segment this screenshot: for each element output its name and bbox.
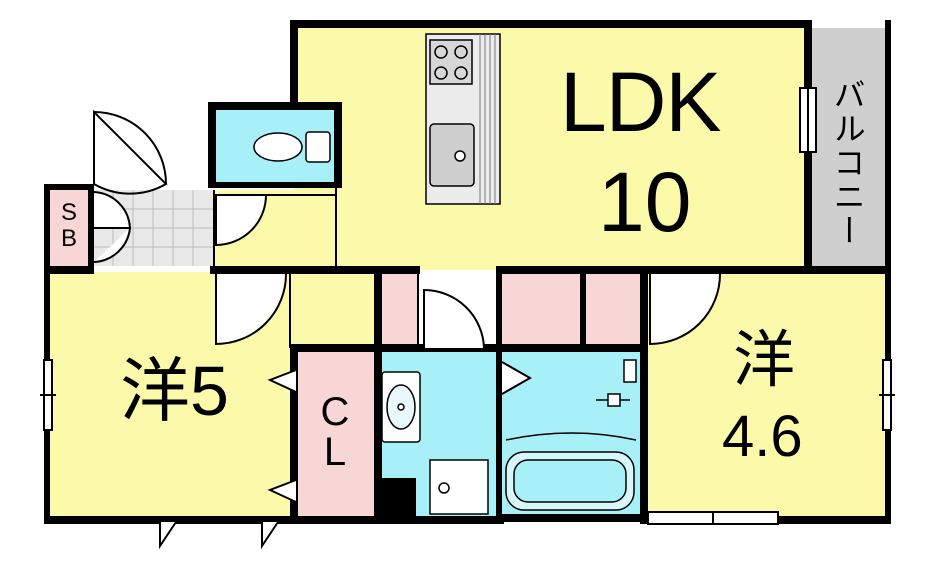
storage-floor bbox=[585, 272, 643, 348]
door-swing-icon bbox=[93, 109, 721, 550]
kitchen-counter bbox=[425, 33, 501, 205]
kitchen-sink-icon bbox=[429, 123, 475, 187]
ldk-name-label: LDK bbox=[560, 55, 721, 149]
thin-walls bbox=[213, 188, 888, 348]
washbasin-icon bbox=[381, 371, 421, 443]
western-room-1-label: 洋5 bbox=[120, 352, 229, 430]
storage-floor bbox=[498, 272, 582, 348]
western-room-2-name-label: 洋 bbox=[733, 326, 796, 395]
shoe-box-label-line1: S bbox=[60, 199, 77, 226]
washing-machine-icon bbox=[429, 459, 489, 515]
closet-label-line2: L bbox=[323, 430, 347, 474]
balcony-label: バルコニー bbox=[829, 78, 866, 248]
closet-floor bbox=[296, 352, 376, 518]
toilet-icon bbox=[253, 131, 331, 163]
gas-stove-icon bbox=[429, 39, 473, 85]
shoe-box-floor bbox=[48, 188, 88, 268]
western-room-2-size-label: 4.6 bbox=[722, 404, 803, 469]
shoe-box-label: S B bbox=[56, 199, 82, 253]
storage-floor bbox=[378, 272, 418, 348]
closet-label: C L bbox=[315, 392, 355, 472]
bathtub-icon bbox=[505, 359, 637, 511]
ldk-size-label: 10 bbox=[598, 155, 692, 249]
shoe-box-label-line2: B bbox=[60, 225, 77, 253]
window-icon bbox=[40, 87, 895, 525]
balcony-floor bbox=[811, 28, 887, 268]
closet-label-line1: C bbox=[320, 390, 350, 434]
